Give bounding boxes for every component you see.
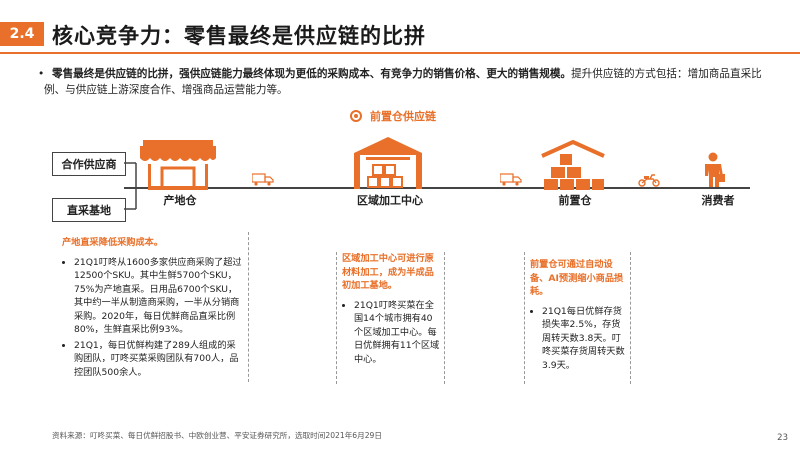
intro-bullet: • 零售最终是供应链的比拼，强供应链能力最终体现为更低的采购成本、有竞争力的销售… xyxy=(38,66,764,98)
target-icon xyxy=(350,110,362,122)
note-processing-headline: 区域加工中心可进行原材料加工，成为半成品初加工基地。 xyxy=(342,253,434,291)
origin-warehouse-icon xyxy=(140,140,216,190)
list-item: 21Q1每日优鲜存货损失率2.5%，存货周转天数3.8天。叮咚买菜存货周转天数3… xyxy=(542,305,626,373)
note-origin: 产地直采降低采购成本。 21Q1叮咚从1600多家供应商采购了超过12500个S… xyxy=(62,236,244,381)
node-label-processing: 区域加工中心 xyxy=(350,190,430,210)
list-item: 21Q1叮咚从1600多家供应商采购了超过12500个SKU。其中生鲜5700个… xyxy=(74,256,244,337)
chain-title: 前置仓供应链 xyxy=(350,108,436,124)
note-front: 前置仓可通过自动设备、AI预测缩小商品损耗。 21Q1每日优鲜存货损失率2.5%… xyxy=(530,258,626,374)
scooter-icon xyxy=(638,174,660,187)
source-box-direct-base: 直采基地 xyxy=(52,198,126,222)
node-label-consumer: 消费者 xyxy=(690,190,746,210)
title-divider xyxy=(0,52,800,54)
truck-icon xyxy=(252,173,274,186)
supply-chain-line xyxy=(124,187,750,189)
note-processing-list: 21Q1叮咚买菜在全国14个城市拥有40个区域加工中心。每日优鲜拥有11个区域中… xyxy=(342,299,440,367)
source-note: 资料来源：叮咚买菜、每日优鲜招股书、中欧创业营、平安证券研究所，选取时间2021… xyxy=(52,431,382,440)
page-title: 核心竞争力：零售最终是供应链的比拼 xyxy=(52,24,426,48)
divider xyxy=(630,252,631,384)
divider xyxy=(248,232,249,382)
section-badge: 2.4 xyxy=(0,22,44,46)
list-item: 21Q1叮咚买菜在全国14个城市拥有40个区域加工中心。每日优鲜拥有11个区域中… xyxy=(354,299,440,367)
node-label-origin: 产地仓 xyxy=(150,190,210,210)
node-label-front: 前置仓 xyxy=(545,190,605,210)
page-number: 23 xyxy=(777,433,788,443)
divider xyxy=(524,252,525,384)
front-warehouse-icon xyxy=(541,140,605,190)
source-label: 直采基地 xyxy=(67,204,111,217)
bullet-dot: • xyxy=(38,68,45,80)
divider xyxy=(444,252,445,384)
source-box-supplier: 合作供应商 xyxy=(52,152,126,176)
note-origin-list: 21Q1叮咚从1600多家供应商采购了超过12500个SKU。其中生鲜5700个… xyxy=(62,256,244,380)
note-processing: 区域加工中心可进行原材料加工，成为半成品初加工基地。 21Q1叮咚买菜在全国14… xyxy=(342,252,440,368)
intro-bold-text: 零售最终是供应链的比拼，强供应链能力最终体现为更低的采购成本、有竞争力的销售价格… xyxy=(52,68,572,80)
source-label: 合作供应商 xyxy=(61,158,117,171)
truck-icon xyxy=(500,173,522,186)
processing-warehouse-icon xyxy=(354,137,422,189)
note-front-headline: 前置仓可通过自动设备、AI预测缩小商品损耗。 xyxy=(530,259,624,297)
consumer-icon xyxy=(705,152,725,187)
list-item: 21Q1，每日优鲜构建了289人组成的采购团队，叮咚买菜采购团队有700人，品控… xyxy=(74,339,244,380)
note-front-list: 21Q1每日优鲜存货损失率2.5%，存货周转天数3.8天。叮咚买菜存货周转天数3… xyxy=(530,305,626,373)
note-origin-headline: 产地直采降低采购成本。 xyxy=(62,237,164,248)
intro-normal-text: 提升供应链的方式包括：增加商品直采比例、与供应链上游深度合作、增强商品运营能力等… xyxy=(44,68,762,96)
divider xyxy=(336,252,337,384)
chain-title-label: 前置仓供应链 xyxy=(370,110,436,123)
